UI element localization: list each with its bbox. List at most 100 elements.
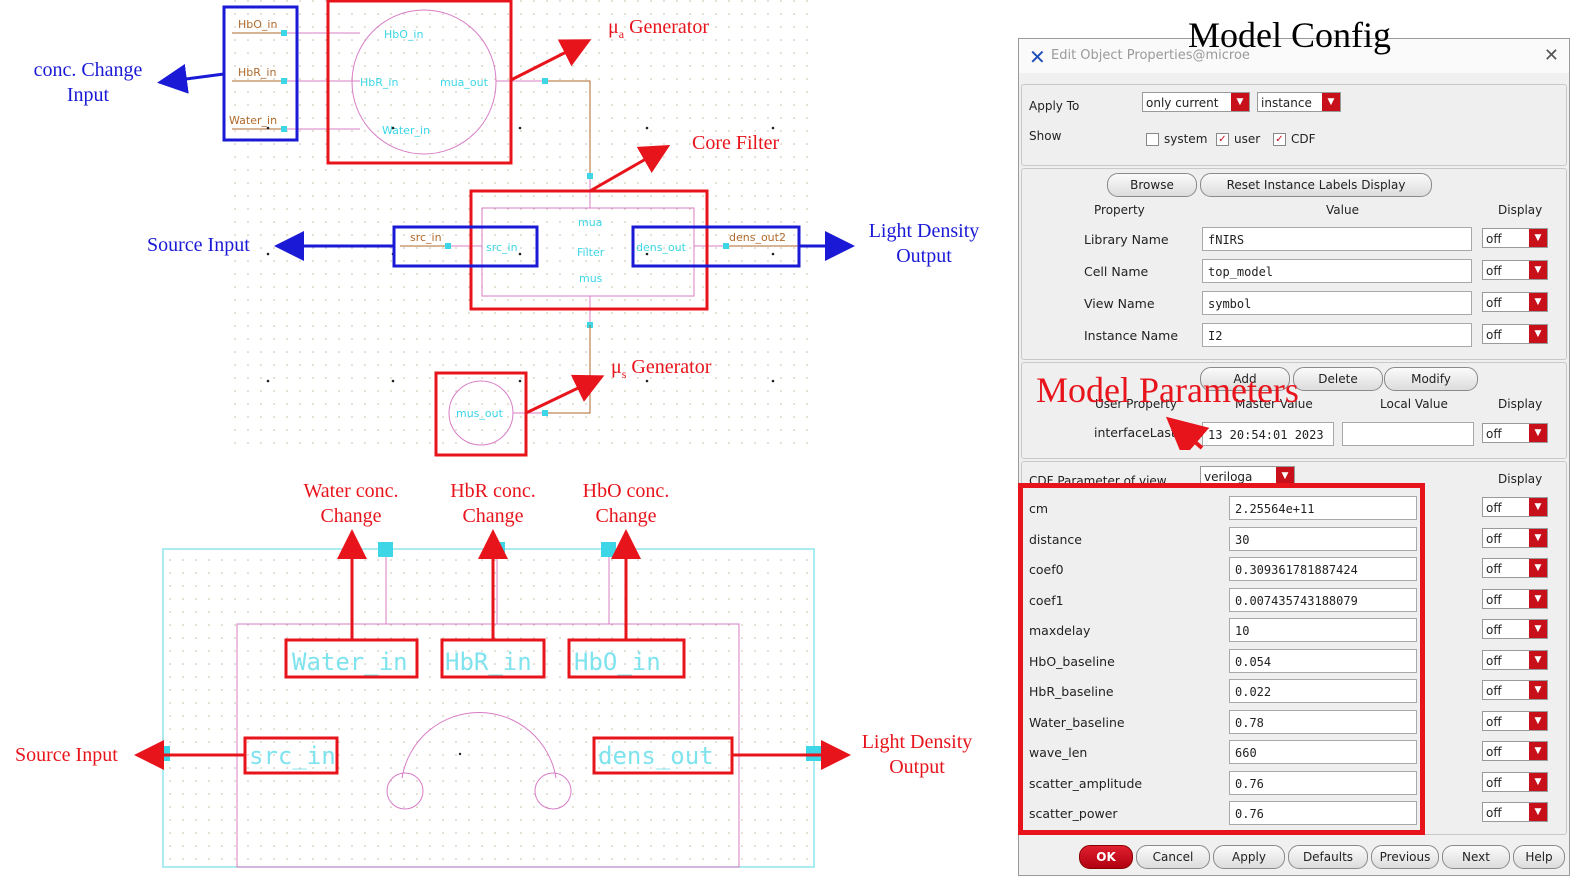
property-display-select[interactable]: off ▼ bbox=[1482, 260, 1548, 280]
master-value-field[interactable]: 13 20:54:01 2023 bbox=[1202, 422, 1334, 446]
cdf-param-value-field[interactable]: 0.054 bbox=[1229, 648, 1417, 673]
dialog-title: Edit Object Properties@microe bbox=[1051, 48, 1250, 63]
col-user-property: User Property bbox=[1095, 397, 1177, 411]
symbol-label-src: src_in bbox=[249, 742, 336, 770]
mus-out-pin: mus_out bbox=[456, 407, 504, 420]
chevron-down-icon: ▼ bbox=[1529, 559, 1547, 577]
symbol-label-water: Water_in bbox=[292, 648, 408, 676]
chevron-down-icon: ▼ bbox=[1529, 711, 1547, 730]
chevron-down-icon: ▼ bbox=[1529, 681, 1547, 699]
filter-pin-mus: mus bbox=[579, 272, 603, 285]
add-button[interactable]: Add bbox=[1200, 367, 1290, 391]
cdf-param-value-field[interactable]: 2.25564e+11 bbox=[1229, 496, 1417, 520]
property-name: Instance Name bbox=[1084, 328, 1179, 343]
user-prop-display-value: off bbox=[1486, 427, 1502, 441]
property-value-field[interactable]: I2 bbox=[1202, 323, 1472, 347]
cdf-param-value-field[interactable]: 0.76 bbox=[1229, 770, 1417, 795]
cdf-param-value-field[interactable]: 0.78 bbox=[1229, 709, 1417, 734]
col-user-display: Display bbox=[1498, 397, 1543, 411]
reset-labels-button[interactable]: Reset Instance Labels Display bbox=[1200, 173, 1432, 197]
cdf-param-value-field[interactable]: 0.309361781887424 bbox=[1229, 557, 1417, 581]
ua-mu: μ bbox=[608, 16, 619, 38]
property-value-field[interactable]: symbol bbox=[1202, 291, 1472, 315]
dialog-titlebar[interactable]: ✕ Edit Object Properties@microe ✕ bbox=[1019, 39, 1569, 73]
mus-generator-symbol: mus_out bbox=[448, 325, 591, 446]
help-button[interactable]: Help bbox=[1513, 845, 1565, 869]
property-display-value: off bbox=[1486, 264, 1502, 278]
cdf-param-display-select[interactable]: off▼ bbox=[1482, 588, 1548, 609]
defaults-button[interactable]: Defaults bbox=[1288, 845, 1368, 869]
cdf-param-display-select[interactable]: off▼ bbox=[1482, 649, 1548, 670]
cdf-param-value-field[interactable]: 10 bbox=[1229, 618, 1417, 642]
mua-generator-symbol: HbO_in HbR_in Water_in mua_out bbox=[351, 9, 593, 179]
chevron-down-icon: ▼ bbox=[1529, 229, 1547, 247]
cdf-param-display-value: off bbox=[1486, 806, 1502, 820]
show-system-checkbox[interactable] bbox=[1146, 133, 1159, 146]
water-conc-line1: Water conc. bbox=[303, 480, 399, 502]
model-parameters-arrow bbox=[1165, 416, 1210, 450]
cdf-param-display-value: off bbox=[1486, 714, 1502, 729]
chevron-down-icon: ▼ bbox=[1529, 498, 1547, 516]
property-value-field[interactable]: top_model bbox=[1202, 259, 1472, 283]
user-prop-display-select[interactable]: off▼ bbox=[1482, 423, 1548, 443]
conc-change-input-label: conc. Change Input bbox=[28, 58, 148, 108]
property-display-value: off bbox=[1486, 232, 1502, 246]
water-conc-change-label: Water conc. Change bbox=[296, 479, 406, 529]
cdf-param-value-field[interactable]: 0.022 bbox=[1229, 679, 1417, 703]
cdf-param-value-field[interactable]: 30 bbox=[1229, 526, 1417, 551]
cdf-param-display-select[interactable]: off▼ bbox=[1482, 619, 1548, 639]
cdf-param-display-select[interactable]: off▼ bbox=[1482, 741, 1548, 761]
cdf-param-name: coef0 bbox=[1029, 562, 1064, 577]
cdf-param-name: HbO_baseline bbox=[1029, 653, 1115, 669]
property-display-select[interactable]: off▼ bbox=[1482, 324, 1548, 344]
col-value: Value bbox=[1326, 203, 1359, 217]
apply-to-select[interactable]: only current▼ bbox=[1142, 92, 1250, 112]
chevron-down-icon: ▼ bbox=[1276, 467, 1294, 485]
ok-button[interactable]: OK bbox=[1079, 845, 1133, 869]
pin-label-hbr: HbR_in bbox=[238, 66, 276, 79]
chevron-down-icon: ▼ bbox=[1529, 293, 1547, 311]
apply-button[interactable]: Apply bbox=[1213, 845, 1285, 869]
us-generator-label: μs Generator bbox=[611, 355, 711, 387]
symbol-grid bbox=[165, 552, 813, 867]
property-display-select[interactable]: off ▼ bbox=[1482, 228, 1548, 248]
modify-button[interactable]: Modify bbox=[1384, 367, 1478, 391]
us-mu: μ bbox=[611, 356, 622, 378]
show-cdf-checkbox[interactable]: ✓ bbox=[1273, 133, 1286, 146]
show-user-checkbox[interactable]: ✓ bbox=[1216, 133, 1229, 146]
previous-button[interactable]: Previous bbox=[1371, 845, 1439, 869]
apply-to-scope-value: instance bbox=[1261, 96, 1312, 110]
next-button[interactable]: Next bbox=[1442, 845, 1510, 869]
cdf-param-display-select[interactable]: off▼ bbox=[1482, 771, 1548, 792]
x-logo-icon: ✕ bbox=[1029, 45, 1046, 69]
cdf-param-display-select[interactable]: off ▼ bbox=[1482, 802, 1548, 822]
cdf-param-value-field[interactable]: 660 bbox=[1229, 740, 1417, 764]
cdf-param-display-value: off bbox=[1486, 653, 1502, 668]
cdf-param-display-select[interactable]: off▼ bbox=[1482, 558, 1548, 578]
cdf-param-value-field[interactable]: 0.007435743188079 bbox=[1229, 587, 1417, 612]
cdf-param-value-field[interactable]: 0.76 bbox=[1229, 801, 1417, 825]
property-value-field[interactable]: fNIRS bbox=[1202, 227, 1472, 251]
light-density-label-top: Light Density Output bbox=[862, 219, 986, 269]
chevron-down-icon: ▼ bbox=[1529, 261, 1547, 279]
filter-pin-dens-out: dens_out bbox=[636, 241, 687, 254]
apply-to-scope-select[interactable]: instance▼ bbox=[1257, 92, 1341, 112]
cdf-param-display-select[interactable]: off ▼ bbox=[1482, 710, 1548, 731]
delete-button[interactable]: Delete bbox=[1293, 367, 1383, 391]
cdf-param-display-select[interactable]: off▼ bbox=[1482, 680, 1548, 700]
browse-button[interactable]: Browse bbox=[1107, 173, 1197, 197]
cdf-param-display-select[interactable]: off▼ bbox=[1482, 527, 1548, 548]
cdf-param-display-select[interactable]: off▼ bbox=[1482, 497, 1548, 517]
light-density-bottom-line1: Light Density bbox=[861, 731, 973, 753]
property-display-select[interactable]: off▼ bbox=[1482, 292, 1548, 312]
mua-generator-box bbox=[326, 0, 513, 165]
chevron-down-icon: ▼ bbox=[1529, 803, 1547, 821]
cdf-param-display-value: off bbox=[1486, 775, 1502, 790]
schematic-grid bbox=[230, 0, 810, 450]
pin-label-water: Water_in bbox=[229, 114, 277, 127]
cdf-param-display-value: off bbox=[1486, 745, 1502, 759]
close-icon[interactable]: ✕ bbox=[1543, 45, 1559, 66]
filter-pin-mua: mua bbox=[578, 216, 602, 229]
cancel-button[interactable]: Cancel bbox=[1136, 845, 1210, 869]
local-value-field[interactable] bbox=[1342, 422, 1474, 446]
